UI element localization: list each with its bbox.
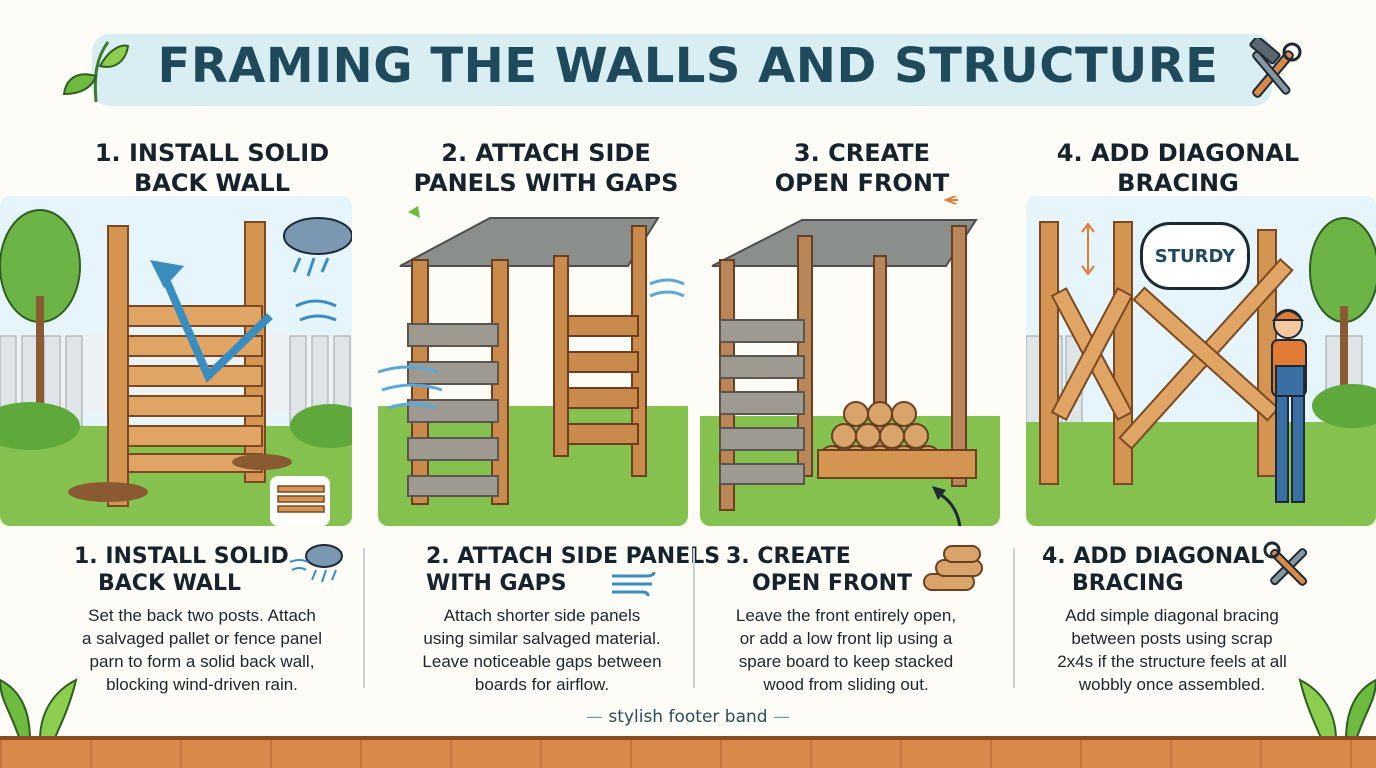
footer-band [0,740,1376,768]
title-banner [92,34,1272,106]
step-3-description: Leave the front entirely open,or add a l… [735,606,957,694]
leaf-icon [62,41,130,103]
divider [693,548,695,688]
wrench-hammer-icon [1263,541,1308,586]
sturdy-callout: STURDY [1140,222,1250,290]
footer-edge [0,736,1376,740]
step-4-illustration [1026,196,1376,526]
plant-icon [0,678,78,740]
log-stack-icon [923,545,983,591]
step-3-illustration [700,196,1000,526]
step-2-illustration [378,196,688,526]
wind-icon [612,571,656,596]
divider [363,548,365,688]
page-title: FRAMING THE WALLS AND STRUCTURE [157,38,1219,94]
rain-cloud-icon [290,544,343,583]
divider [1013,548,1015,688]
hammer-wrench-icon [1249,38,1302,98]
footer-label: — stylish footer band — [586,707,790,727]
step-1-illustration [0,196,352,526]
